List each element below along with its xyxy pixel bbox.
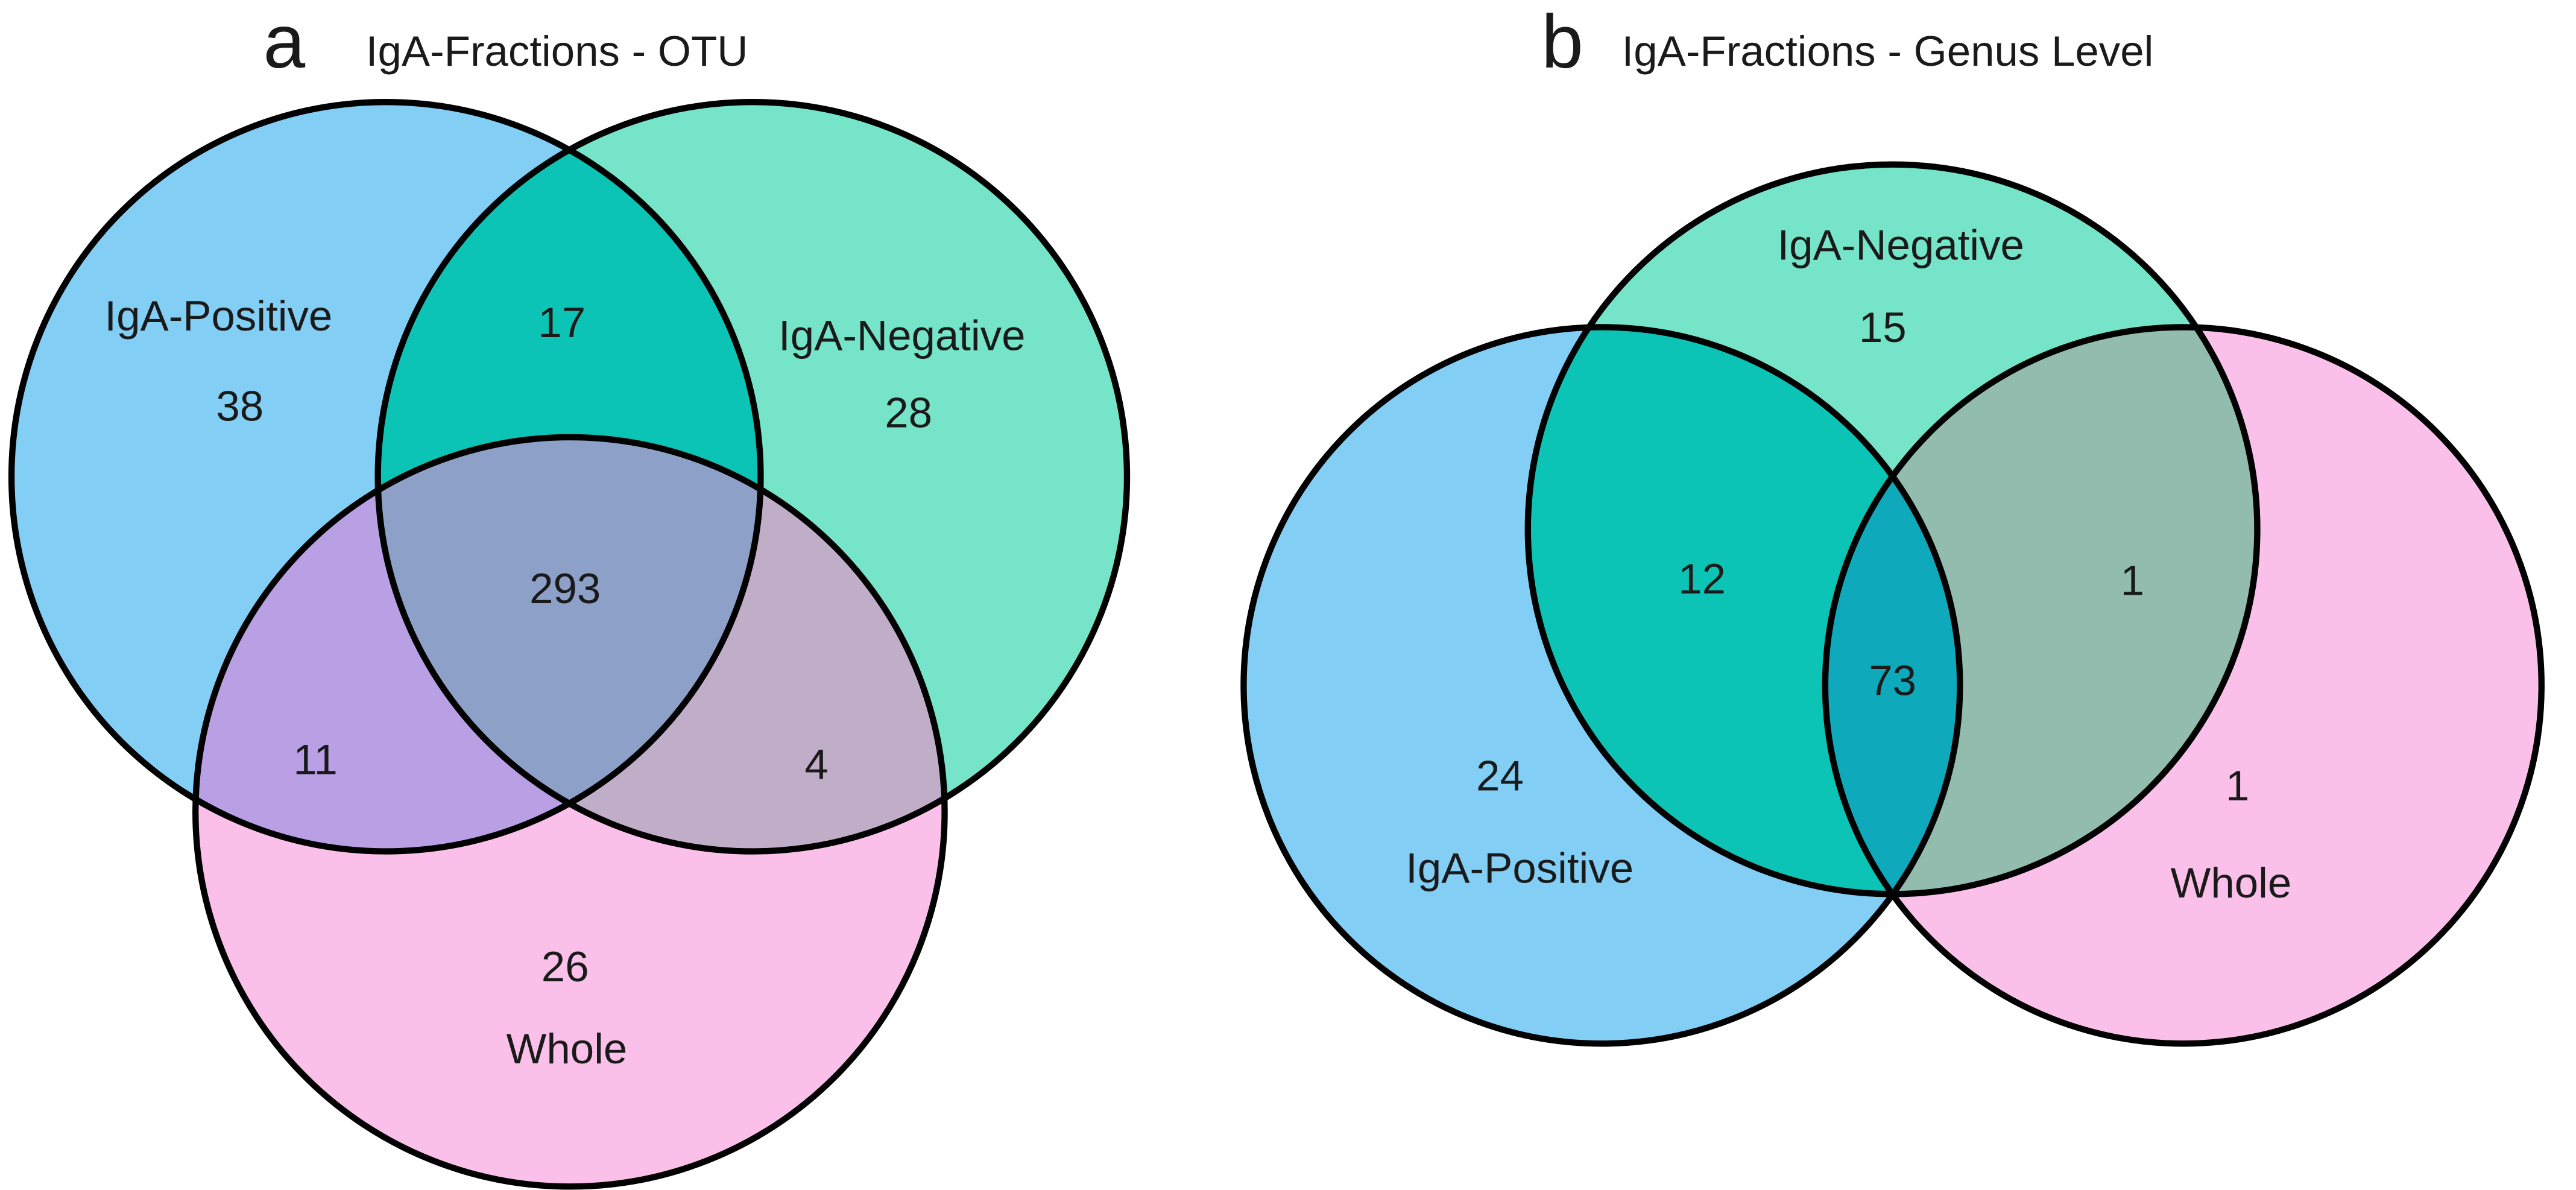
venn-outline-iga-negative-a (374, 98, 1131, 855)
venn-outline-iga-positive-b (1240, 324, 1963, 1047)
venn-outline-iga-positive-a (8, 98, 764, 855)
venn-outline-iga-negative-b (1524, 161, 2261, 897)
count-all-three-b: 73 (1869, 657, 1916, 705)
venn-outline-whole-a (192, 434, 948, 1190)
count-negative-only-b: 15 (1859, 304, 1907, 352)
count-all-three-a: 293 (529, 565, 601, 613)
panel-title-b: IgA-Fractions - Genus Level (1622, 28, 2154, 75)
count-negative-whole-a: 4 (804, 741, 828, 789)
panel-letter-a: a (263, 0, 305, 84)
count-positive-negative-b: 12 (1678, 555, 1726, 603)
panel-title-a: IgA-Fractions - OTU (366, 28, 748, 75)
count-positive-whole-a: 11 (293, 736, 338, 783)
count-whole-only-b: 1 (2226, 762, 2249, 810)
panel-a: a IgA-Fractions - OTU IgA-Positive IgA-N… (8, 0, 1131, 1190)
set-label-whole-a: Whole (507, 1025, 628, 1073)
count-negative-whole-b: 1 (2121, 557, 2144, 605)
set-label-whole-b: Whole (2170, 859, 2291, 907)
panel-b: b IgA-Fractions - Genus Level IgA-Negati… (1240, 0, 2545, 1047)
set-label-iga-negative-b: IgA-Negative (1778, 222, 2024, 270)
panel-letter-b: b (1541, 0, 1583, 84)
venn-outline-whole-b (1822, 324, 2545, 1047)
venn-region-all-three-a (378, 437, 761, 804)
count-positive-only-b: 24 (1476, 753, 1524, 800)
count-whole-only-a: 26 (541, 943, 589, 991)
venn-region-all-three-b (1825, 476, 1960, 895)
set-label-iga-positive-b: IgA-Positive (1406, 844, 1634, 892)
count-negative-only-a: 28 (885, 390, 932, 437)
set-label-iga-negative-a: IgA-Negative (778, 312, 1025, 360)
count-positive-negative-a: 17 (538, 299, 586, 347)
set-label-iga-positive-a: IgA-Positive (104, 293, 332, 340)
count-positive-only-a: 38 (216, 383, 264, 431)
